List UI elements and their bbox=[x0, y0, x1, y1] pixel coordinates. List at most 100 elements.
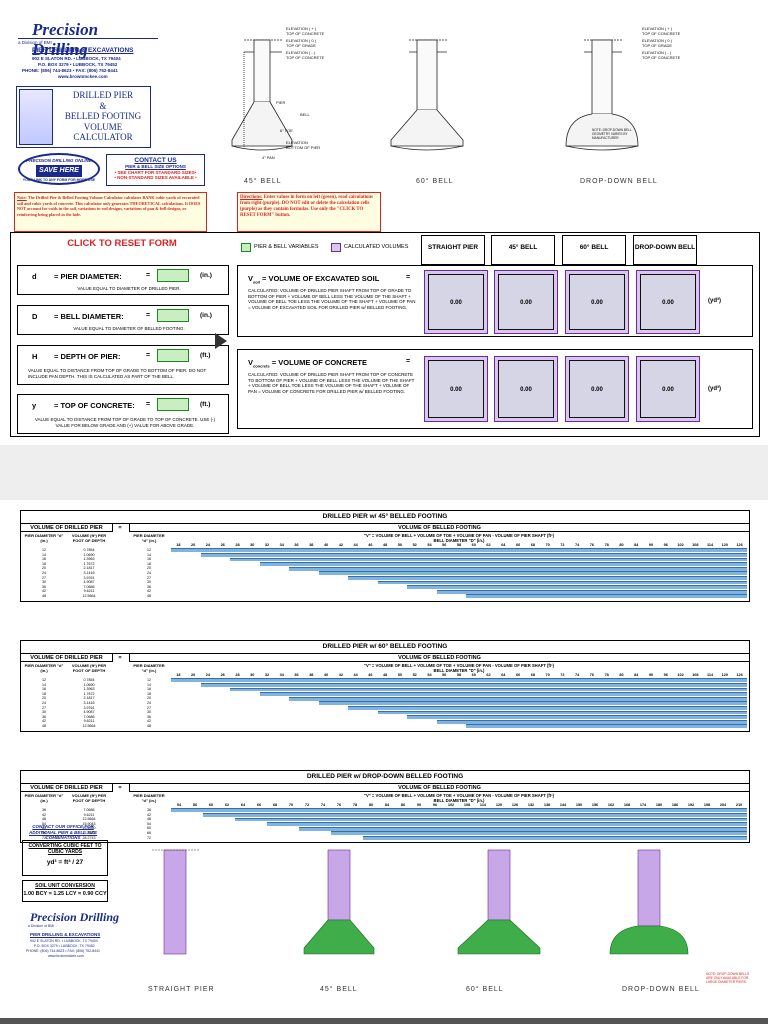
footer-address-1: 902 E SLATON RD. • LUBBOCK, TX 79404 bbox=[30, 939, 98, 943]
top-of-concrete-input[interactable] bbox=[157, 398, 189, 411]
bell-col-label: 18 bbox=[176, 673, 181, 677]
online-badge[interactable]: PRECISION DRILLING ONLINE SAVE HERE YOUR… bbox=[18, 153, 100, 185]
directions-box: Directions: Enter values in form on left… bbox=[237, 192, 381, 232]
bell-col-label: 64 bbox=[501, 673, 506, 677]
soil-dd-value: 0.00 bbox=[640, 274, 696, 330]
table-row-volume: 4.9087 bbox=[83, 710, 95, 715]
pier-depth-input[interactable] bbox=[157, 349, 189, 362]
table-row-volume: 3.9761 bbox=[83, 575, 95, 580]
contact-title[interactable]: CONTACT US bbox=[134, 157, 177, 164]
soil-dd-cell: 0.00 bbox=[636, 270, 700, 334]
right-header: VOLUME OF BELLED FOOTING bbox=[129, 784, 749, 792]
concrete-straight-value: 0.00 bbox=[428, 360, 484, 418]
field-eq: = bbox=[146, 312, 151, 319]
header-eq: = bbox=[118, 785, 122, 791]
soil-sub: soil bbox=[253, 279, 260, 285]
header-eq: = bbox=[118, 525, 122, 531]
table-row-volume: 4.9087 bbox=[83, 580, 95, 585]
col-header-drop-down-bell: DROP-DOWN BELL bbox=[633, 235, 697, 265]
footer-website[interactable]: www.brownmckee.com bbox=[48, 954, 84, 958]
bell-col-label: 32 bbox=[264, 543, 270, 547]
bell-col-label: 52 bbox=[412, 673, 417, 677]
diag-label: ELEVATION ( - ) bbox=[642, 50, 672, 55]
soil-volume-title: Vsoil = VOLUME OF EXCAVATED SOIL bbox=[248, 274, 379, 285]
table-row-diameter-right: 42 bbox=[147, 719, 151, 724]
soil-straight-cell: 0.00 bbox=[424, 270, 488, 334]
table-row-volume: 9.6211 bbox=[83, 589, 95, 594]
footer-phone: PHONE: (806) 744-8623 • FAX: (806) 752-8… bbox=[26, 949, 100, 953]
header-eq: = bbox=[118, 655, 122, 661]
website-link[interactable]: www.brownmckee.com bbox=[58, 74, 108, 79]
bell-col-label: 96 bbox=[432, 803, 438, 807]
table-row-volume: 12.5664 bbox=[82, 817, 96, 822]
concrete-eq: = bbox=[406, 358, 411, 365]
reset-button[interactable]: CLICK TO RESET FORM bbox=[67, 238, 177, 249]
col-header-pier-diameter-right: PIER DIAMETER "d" (in.) bbox=[133, 793, 165, 803]
table-row-volume: 1.0690 bbox=[83, 682, 95, 687]
table-row-values bbox=[230, 687, 747, 692]
table-row-diameter: 36 bbox=[42, 584, 46, 589]
table-row-diameter-right: 14 bbox=[147, 682, 151, 687]
bell-col-label: 20 bbox=[191, 673, 196, 677]
concrete-title: = VOLUME OF CONCRETE bbox=[271, 358, 368, 367]
table-row-diameter: 16 bbox=[42, 557, 46, 562]
bell-col-label: 204 bbox=[719, 803, 727, 807]
soil-eq: = bbox=[406, 274, 411, 281]
table-body: VOLUME OF DRILLED PIER=VOLUME OF BELLED … bbox=[20, 523, 750, 602]
directions-label: Directions: bbox=[240, 195, 263, 200]
table-row-diameter-right: 16 bbox=[147, 687, 151, 692]
bell-col-label: 32 bbox=[264, 673, 270, 677]
table-row-volume: 9.6211 bbox=[83, 719, 95, 724]
bell-col-label: 74 bbox=[320, 803, 326, 807]
table-body: VOLUME OF DRILLED PIER=VOLUME OF BELLED … bbox=[20, 783, 750, 844]
table-row-volume: 1.3963 bbox=[83, 687, 95, 692]
col-header-60-bell: 60° BELL bbox=[562, 235, 626, 265]
title-line: BELLED FOOTING bbox=[64, 111, 142, 121]
table-row-diameter-right: 48 bbox=[147, 817, 151, 822]
contact-box[interactable]: CONTACT US PIER & BELL SIZE OPTIONS • SE… bbox=[106, 154, 205, 186]
bell-col-label: 80 bbox=[619, 543, 624, 547]
table-title: DRILLED PIER w/ 45° BELLED FOOTING bbox=[20, 510, 750, 523]
bell-col-label: 46 bbox=[368, 543, 373, 547]
bell-col-label: 36 bbox=[294, 673, 299, 677]
bell-col-label: 60 bbox=[471, 673, 476, 677]
bell-col-label: 26 bbox=[220, 543, 225, 547]
diag-label: ELEVATION ( 0 ) bbox=[642, 38, 673, 43]
col-header-volume: VOLUME (ft³) PER FOOT OF DEPTH bbox=[71, 793, 107, 803]
table-row-diameter-right: 36 bbox=[147, 584, 151, 589]
bell-col-label: 74 bbox=[575, 673, 580, 677]
bell-col-label: 156 bbox=[591, 803, 599, 807]
table-row-volume: 9.6211 bbox=[83, 812, 95, 817]
table-row-diameter: 14 bbox=[42, 682, 46, 687]
table-row-values bbox=[171, 808, 747, 813]
field-symbol: y bbox=[32, 401, 37, 410]
table-row-volume: 1.3963 bbox=[83, 557, 95, 562]
table-row-diameter-right: 36 bbox=[147, 808, 151, 812]
bell-col-label: 40 bbox=[323, 543, 329, 547]
field-label: = BELL DIAMETER: bbox=[54, 312, 124, 321]
bell-col-label: 24 bbox=[205, 673, 211, 677]
col-header-45-bell: 45° BELL bbox=[491, 235, 555, 265]
table-row-diameter: 12 bbox=[42, 548, 46, 552]
bell-col-label: 66 bbox=[515, 543, 521, 547]
bell-col-label: 126 bbox=[511, 803, 519, 807]
table-row-diameter: 24 bbox=[42, 701, 46, 705]
pier-diameter-field: d = PIER DIAMETER: = (in.) VALUE EQUAL T… bbox=[17, 265, 229, 295]
bell-col-label: 102 bbox=[447, 803, 455, 807]
bell-col-label: 42 bbox=[338, 673, 343, 677]
table-row-volume: 0.7854 bbox=[83, 548, 95, 552]
bell-col-label: 108 bbox=[463, 803, 471, 807]
badge-bottom-text: YOUR LINK TO ANY FORM FOR MORE USE bbox=[22, 178, 96, 182]
field-unit: (in.) bbox=[200, 272, 212, 279]
bell-col-label: 114 bbox=[707, 673, 714, 677]
field-label: = DEPTH OF PIER: bbox=[54, 352, 121, 361]
table-row-diameter-right: 54 bbox=[147, 821, 151, 826]
bell-col-label: 108 bbox=[692, 673, 699, 677]
table-row-volume: 7.0686 bbox=[83, 714, 95, 719]
pier-diameter-input[interactable] bbox=[157, 269, 189, 282]
bell-col-label: 50 bbox=[397, 543, 403, 547]
table-row-values bbox=[377, 580, 747, 585]
table-row-volume: 3.1416 bbox=[83, 571, 95, 575]
bell-diameter-input[interactable] bbox=[157, 309, 189, 322]
